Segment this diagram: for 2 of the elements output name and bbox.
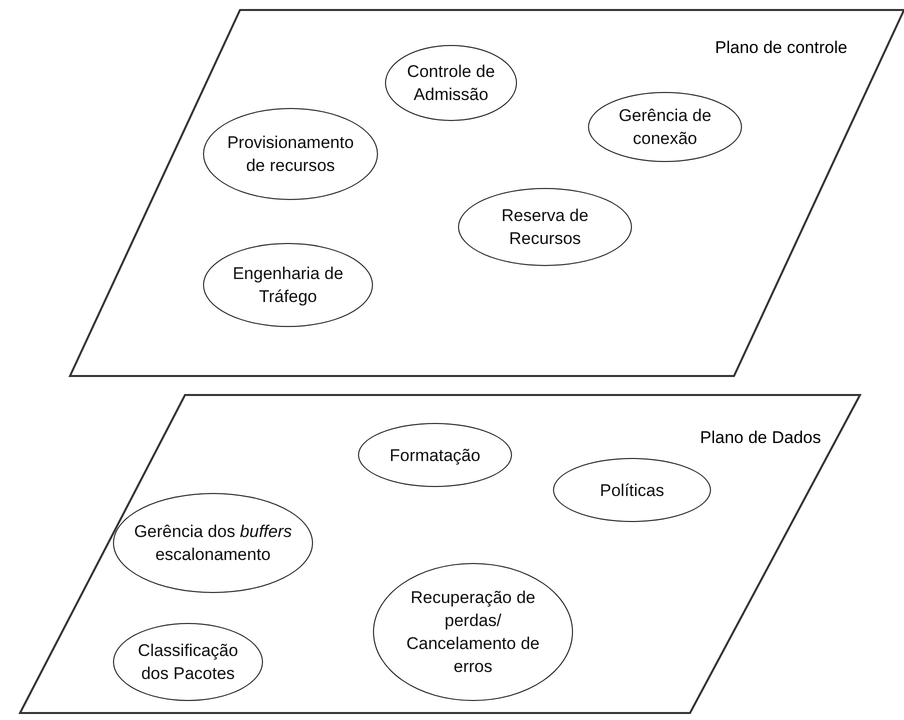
plane-title: Plano de Dados: [700, 428, 821, 448]
plane-title: Plano de controle: [715, 38, 848, 58]
